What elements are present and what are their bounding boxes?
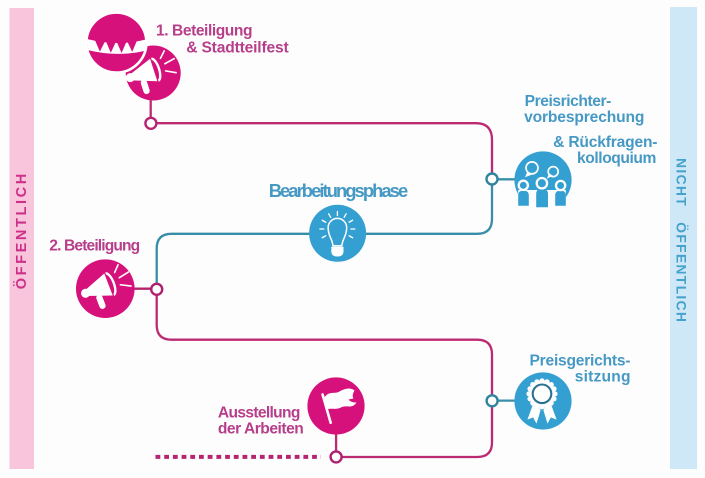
svg-text:kolloquium: kolloquium xyxy=(577,150,656,167)
svg-text:1. Beteiligung: 1. Beteiligung xyxy=(156,22,253,39)
svg-text:Preisrichter-: Preisrichter- xyxy=(525,93,612,110)
svg-text:sitzung: sitzung xyxy=(575,369,631,386)
svg-text:vorbesprechung: vorbesprechung xyxy=(524,109,644,126)
svg-text:& Stadtteilfest: & Stadtteilfest xyxy=(186,40,289,57)
svg-text:Bearbeitungsphase: Bearbeitungsphase xyxy=(269,180,409,201)
svg-text:& Rückfragen-: & Rückfragen- xyxy=(553,134,657,151)
svg-text:Ausstellung: Ausstellung xyxy=(218,405,301,422)
svg-text:2. Beteiligung: 2. Beteiligung xyxy=(49,237,140,254)
svg-text:Preisgerichts-: Preisgerichts- xyxy=(530,353,631,370)
svg-text:NICHT ÖFFENTLICH: NICHT ÖFFENTLICH xyxy=(674,158,690,322)
svg-text:der Arbeiten: der Arbeiten xyxy=(218,421,304,438)
svg-text:ÖFFENTLICH: ÖFFENTLICH xyxy=(13,174,30,290)
